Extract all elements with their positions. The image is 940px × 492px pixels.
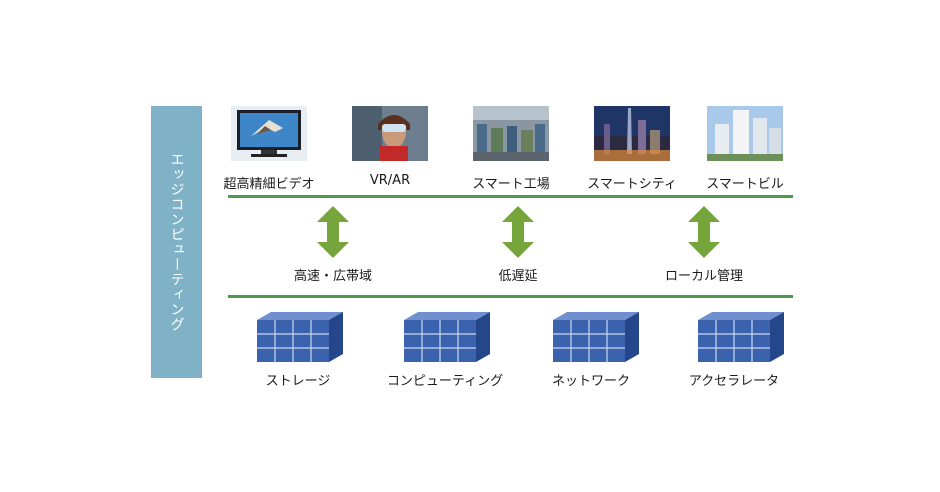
double-arrow-icon <box>502 206 534 258</box>
app-label-uhd-video: 超高精細ビデオ <box>223 177 315 192</box>
uhd-tv-image <box>231 106 307 161</box>
resource-label-accelerator: アクセラレータ <box>688 374 780 389</box>
app-label-smart-factory: スマート工場 <box>472 177 550 192</box>
app-label-vr-ar: VR/AR <box>369 173 411 188</box>
server-rack-icon <box>553 312 639 362</box>
app-label-smart-city: スマートシティ <box>587 177 677 192</box>
resource-label-storage: ストレージ <box>265 374 331 389</box>
building-image <box>707 106 783 161</box>
edge-computing-sidebar: エッジコンピューティング <box>151 106 202 378</box>
bottom-divider <box>228 295 793 298</box>
factory-image <box>473 106 549 161</box>
resource-label-computing: コンピューティング <box>386 374 504 389</box>
double-arrow-icon <box>317 206 349 258</box>
city-night-image <box>594 106 670 161</box>
feature-label-high-speed: 高速・広帯域 <box>293 269 372 284</box>
server-rack-icon <box>404 312 490 362</box>
feature-label-local-management: ローカル管理 <box>664 269 743 284</box>
resource-label-network: ネットワーク <box>551 374 630 389</box>
sidebar-title: エッジコンピューティング <box>168 152 185 332</box>
double-arrow-icon <box>688 206 720 258</box>
feature-label-low-latency: 低遅延 <box>498 269 538 284</box>
top-divider <box>228 195 793 198</box>
server-rack-icon <box>698 312 784 362</box>
vr-headset-image <box>352 106 428 161</box>
server-rack-icon <box>257 312 343 362</box>
app-label-smart-building: スマートビル <box>706 177 784 192</box>
